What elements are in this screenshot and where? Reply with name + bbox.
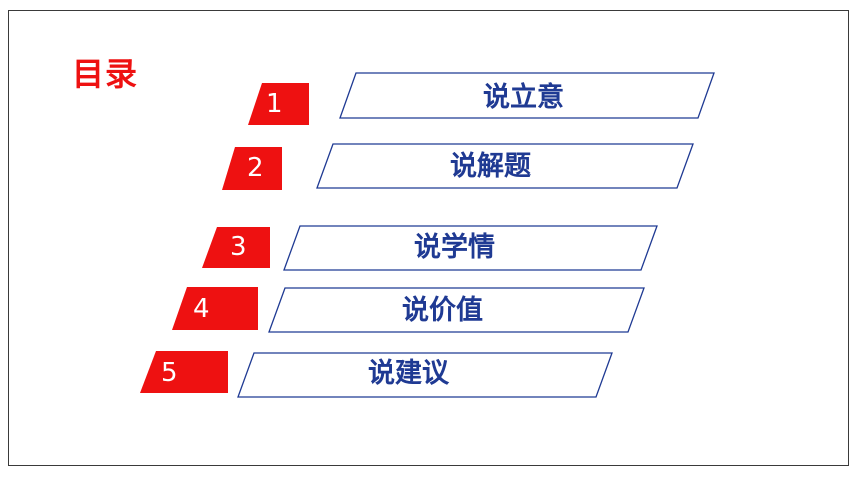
menu-item-2-label[interactable]: 说解题 bbox=[450, 151, 531, 182]
label-box-2 bbox=[316, 143, 694, 189]
menu-item-1-label[interactable]: 说立意 bbox=[483, 82, 564, 113]
item-number-1: 1 bbox=[266, 89, 283, 119]
label-box-4 bbox=[268, 287, 645, 333]
menu-item-5-label[interactable]: 说建议 bbox=[368, 358, 449, 389]
number-tab-1 bbox=[248, 83, 309, 125]
label-box-3 bbox=[283, 225, 658, 271]
item-number-5: 5 bbox=[161, 358, 178, 388]
number-tab-3 bbox=[202, 227, 270, 268]
page-title: 目录 bbox=[72, 55, 139, 93]
item-number-3: 3 bbox=[230, 232, 247, 262]
label-box-5 bbox=[237, 352, 613, 398]
number-tab-2 bbox=[222, 147, 282, 190]
number-tab-4 bbox=[172, 287, 258, 330]
menu-item-4-label[interactable]: 说价值 bbox=[402, 295, 483, 326]
menu-item-3-label[interactable]: 说学情 bbox=[414, 232, 495, 263]
item-number-2: 2 bbox=[247, 153, 264, 183]
number-tab-5 bbox=[140, 351, 228, 393]
label-box-1 bbox=[339, 72, 715, 119]
item-number-4: 4 bbox=[193, 294, 210, 324]
